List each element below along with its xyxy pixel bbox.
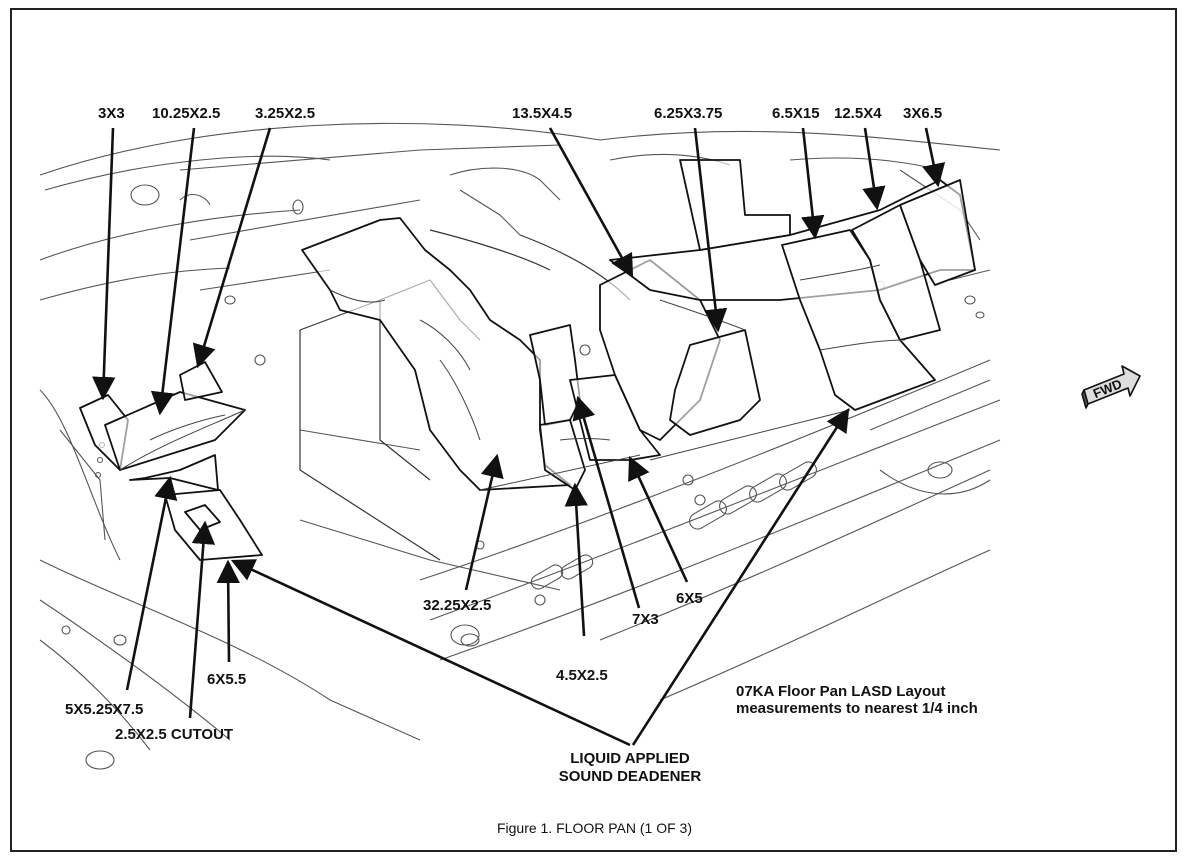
label-6x5: 6X5 [676, 590, 703, 607]
label-6x5-5: 6X5.5 [207, 671, 247, 688]
leader-6-5x15 [801, 127, 825, 240]
label-3-25x2-5: 3.25X2.5 [255, 105, 316, 122]
leader-6x5-5 [216, 559, 240, 663]
leader-32-25x2-5 [464, 453, 504, 591]
leader-13-5x4-5 [548, 127, 634, 279]
figure-caption: Figure 1. FLOOR PAN (1 OF 3) [496, 820, 692, 836]
label-6-5x15: 6.5X15 [772, 105, 820, 122]
layout-note-line1: 07KA Floor Pan LASD Layout [736, 683, 946, 700]
leader-5x5-25x7-5 [125, 475, 178, 691]
label-7x3: 7X3 [632, 611, 659, 628]
leader-3-25x2-5 [192, 127, 272, 369]
fwd-label: FWD [1091, 376, 1124, 401]
label-liquid-applied: LIQUID APPLIED SOUND DEADENER [530, 750, 730, 786]
liquid-label-line1: LIQUID APPLIED [570, 750, 690, 767]
label-cutout: 2.5X2.5 CUTOUT [115, 726, 234, 743]
label-32-25x2-5: 32.25X2.5 [423, 597, 492, 614]
leader-3x3 [92, 127, 116, 401]
label-5x5-25x7-5: 5X5.25X7.5 [65, 701, 144, 718]
fwd-arrow-icon: FWD [1081, 365, 1141, 409]
leader-4-5x2-5 [564, 482, 588, 637]
label-4-5x2-5: 4.5X2.5 [556, 667, 608, 684]
leader-3x6-5 [922, 127, 946, 188]
leader-6-25x3-75 [693, 127, 728, 333]
label-10-25x2-5: 10.25X2.5 [152, 105, 221, 122]
label-12-5x4: 12.5X4 [834, 105, 882, 122]
leader-liquid-left [230, 559, 631, 747]
leader-6x5 [628, 455, 689, 583]
layout-note-line2: measurements to nearest 1/4 inch [736, 700, 978, 717]
label-13-5x4-5: 13.5X4.5 [512, 105, 573, 122]
leader-cutout [188, 520, 216, 719]
label-3x6-5: 3X6.5 [903, 105, 943, 122]
liquid-label-line2: SOUND DEADENER [558, 768, 702, 785]
layout-note: 07KA Floor Pan LASD Layout measurements … [736, 683, 978, 717]
label-3x3: 3X3 [98, 105, 125, 122]
leader-10-25x2-5 [150, 127, 196, 416]
label-6-25x3-75: 6.25X3.75 [654, 105, 723, 122]
leader-7x3 [572, 395, 641, 609]
leader-12-5x4 [862, 127, 886, 211]
leader-liquid-right [631, 408, 850, 746]
